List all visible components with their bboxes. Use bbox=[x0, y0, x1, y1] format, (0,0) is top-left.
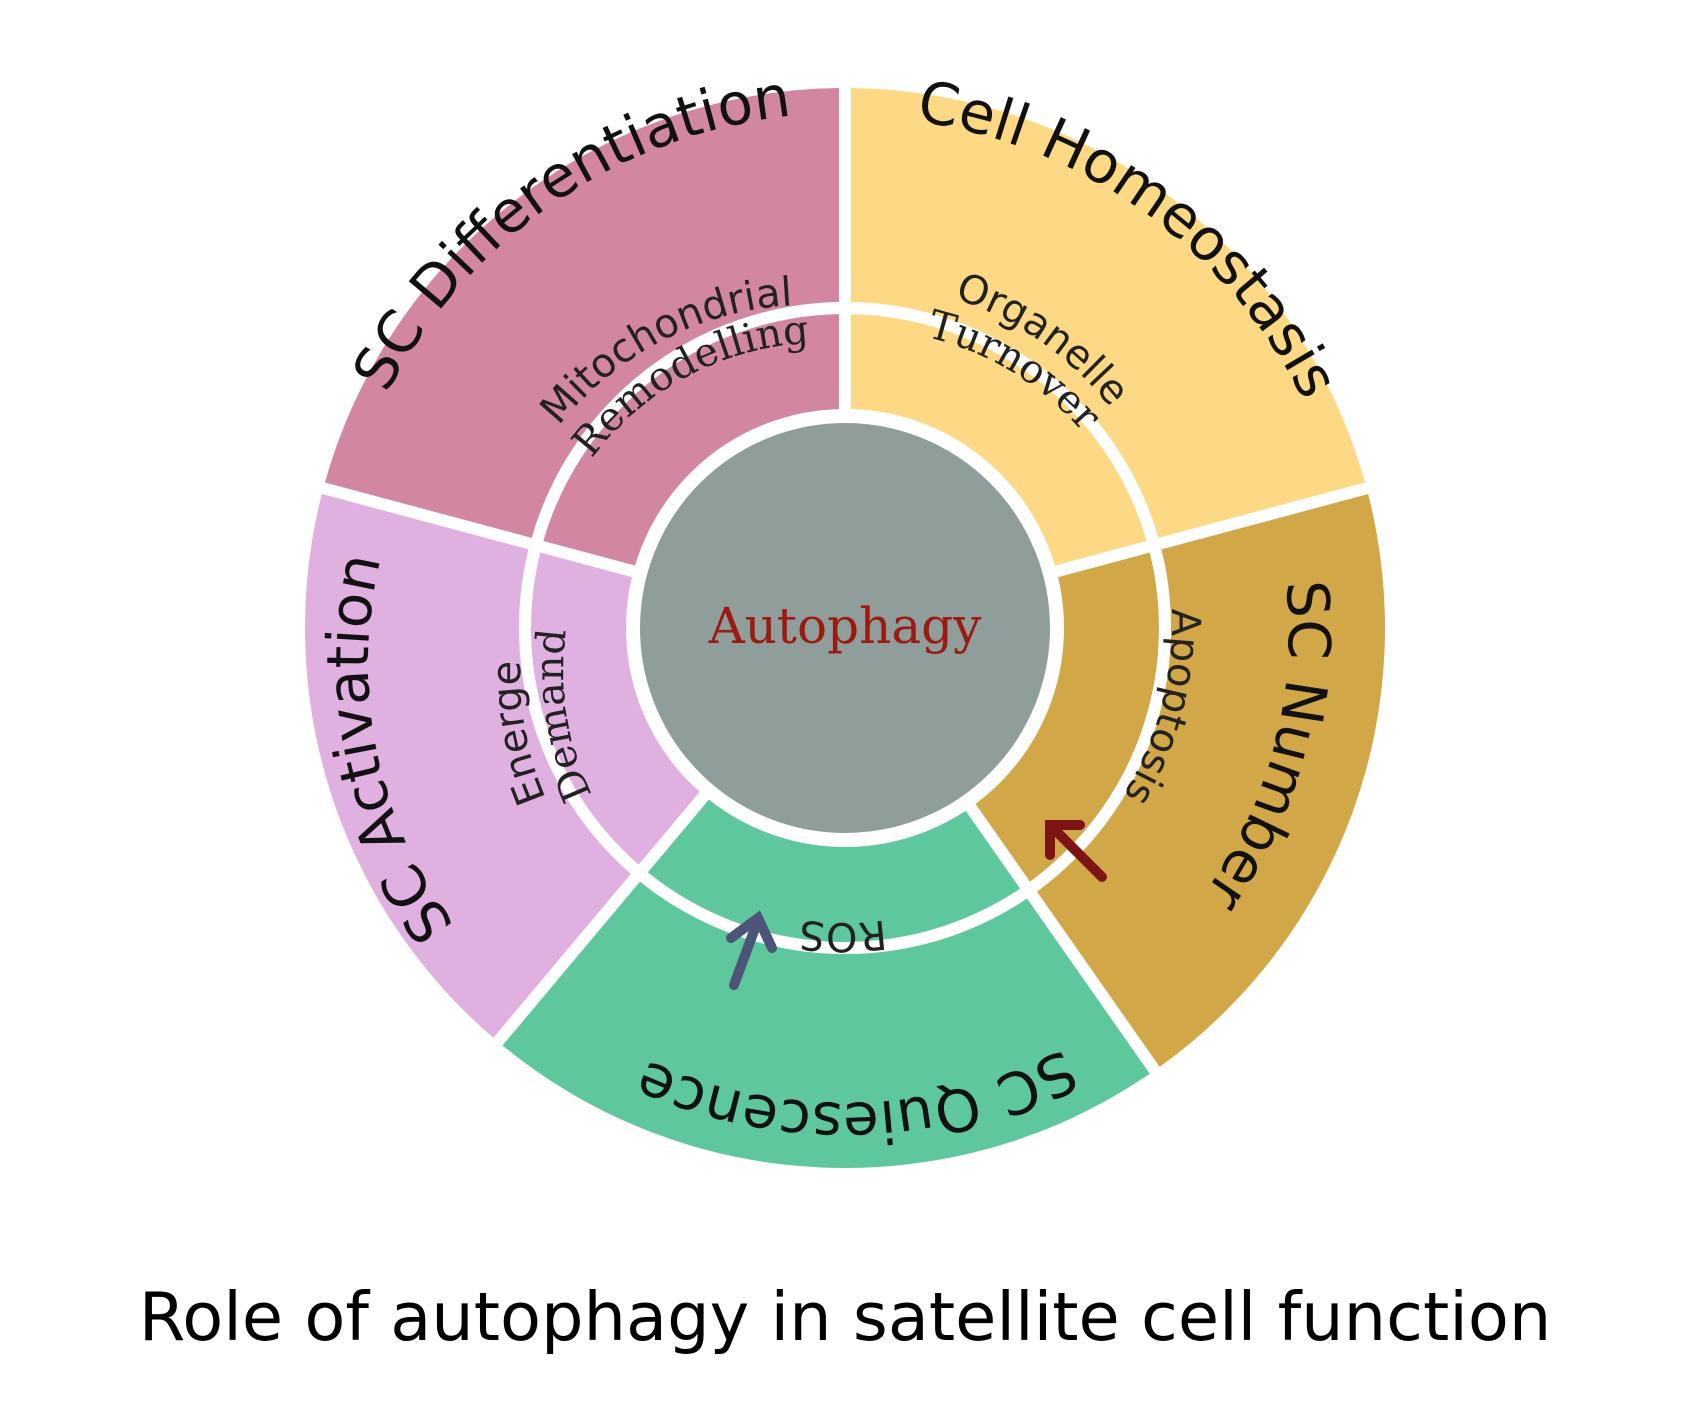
outer-segment-activation bbox=[304, 494, 631, 1038]
inner-label-quiescence: ROS bbox=[797, 910, 889, 959]
center-disc bbox=[626, 409, 1064, 847]
inner-segment-quiescence bbox=[647, 794, 1021, 942]
outer-segment-quiescence bbox=[502, 881, 1150, 1168]
inner-segment-homeostasis bbox=[850, 314, 1147, 568]
outer-segment-differentiation bbox=[324, 88, 840, 538]
ros-up-arrow bbox=[726, 910, 777, 990]
inner-segment-activation bbox=[531, 552, 705, 865]
apoptosis-up-arrow bbox=[1045, 820, 1107, 882]
inner-segment-number bbox=[971, 552, 1160, 882]
diagram-title: Role of autophagy in satellite cell func… bbox=[139, 1278, 1552, 1356]
center-label: Autophagy bbox=[708, 597, 983, 655]
inner-segment-differentiation bbox=[543, 314, 840, 568]
ring-separator bbox=[519, 302, 1171, 954]
outer-segment-homeostasis bbox=[850, 88, 1366, 538]
outer-segment-number bbox=[1036, 494, 1385, 1067]
